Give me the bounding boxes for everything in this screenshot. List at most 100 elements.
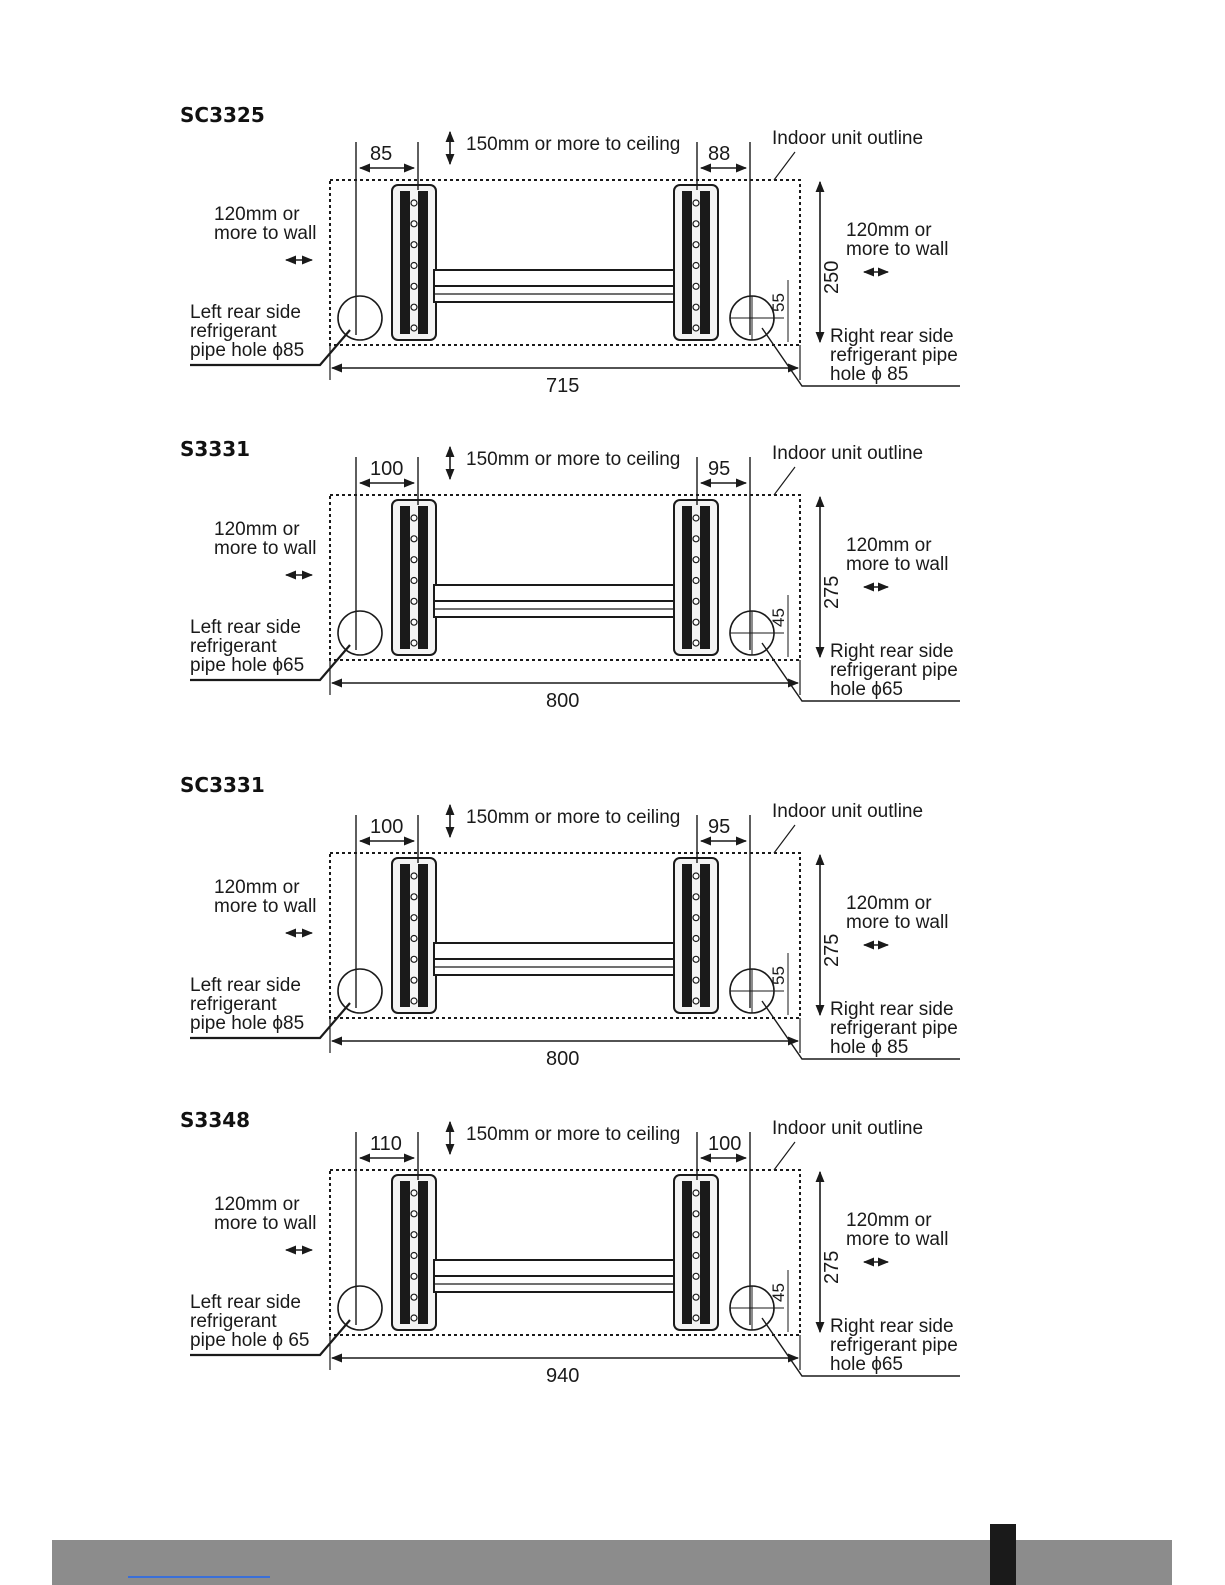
outline-label: Indoor unit outline [772,128,923,149]
wall-clearance-right: more to wall [846,1229,948,1250]
indoor-unit-outline [329,852,801,1019]
left-pipe-hole-label: Left rear side [190,1292,301,1313]
bracket-hole [692,576,700,585]
bracket-hole [410,618,418,626]
wall-clearance-left: more to wall [214,896,316,917]
bracket-hole [410,597,418,605]
bracket-hole [410,282,418,290]
right-pipe-hole-label: refrigerant pipe [830,660,958,681]
right-hole-leader [761,327,960,387]
outline-leader [773,151,796,181]
bracket-hole [410,955,418,963]
bracket-hole [692,282,700,290]
left-pipe-hole [337,295,383,341]
right-hole-leader [761,1000,960,1060]
footer-link-underline[interactable] [128,1576,270,1578]
left-pipe-hole-label: refrigerant [190,994,277,1015]
bracket-hole [410,997,418,1005]
bracket-hole [692,934,700,943]
left-mounting-bracket [391,499,437,656]
bracket-hole [692,955,700,963]
bracket-hole [692,997,700,1005]
left-hole-leader [190,644,351,682]
dimension-hole-offset: 45 [769,1283,788,1302]
left-pipe-hole-label: pipe hole ϕ85 [190,1013,304,1034]
dimension-right-offset: 88 [708,143,730,165]
bracket-hole [410,1231,418,1239]
right-pipe-hole-label: refrigerant pipe [830,345,958,366]
bracket-hole [692,597,700,605]
wall-clearance-right: more to wall [846,554,948,575]
dimension-width: 800 [546,1048,579,1070]
left-pipe-hole-label: pipe hole ϕ85 [190,340,304,361]
left-pipe-hole-label: Left rear side [190,302,301,323]
dimension-height: 275 [821,934,843,967]
bracket-hole [410,220,418,228]
bracket-hole [692,199,700,207]
bracket-rail [418,864,428,1007]
bracket-rail [418,1181,428,1324]
dimension-left-offset: 85 [370,143,392,165]
right-pipe-hole-label: Right rear side [830,1316,954,1337]
bracket-hole [410,556,418,564]
bracket-hole [410,1251,418,1260]
model-title: SC3331 [180,773,265,797]
dimension-left-offset: 110 [370,1133,402,1155]
left-pipe-hole-label: Left rear side [190,617,301,638]
bracket-rail [418,506,428,649]
bracket-rail [700,864,710,1007]
dimension-width: 715 [546,375,579,397]
bracket-hole [410,576,418,585]
wall-clearance-left: 120mm or [214,1194,300,1215]
bracket-hole [410,639,418,647]
right-pipe-hole-label: Right rear side [830,326,954,347]
wall-clearance-right: 120mm or [846,893,932,914]
bracket-hole [410,934,418,943]
wall-clearance-left: 120mm or [214,519,300,540]
bracket-rail [400,864,410,1007]
left-pipe-hole-label: refrigerant [190,636,277,657]
dimension-hole-offset: 45 [769,608,788,627]
left-mounting-bracket [391,184,437,341]
bracket-hole [692,535,700,543]
dimension-width: 800 [546,690,579,712]
wall-clearance-left: 120mm or [214,204,300,225]
bracket-hole [410,1272,418,1280]
bracket-hole [692,556,700,564]
bracket-rail [700,1181,710,1324]
bracket-hole [410,303,418,311]
bracket-hole [692,1272,700,1280]
right-pipe-hole-label: hole ϕ65 [830,679,903,700]
indoor-unit-outline [329,494,801,661]
ceiling-clearance-label: 150mm or more to ceiling [466,807,680,828]
left-pipe-hole-label: pipe hole ϕ65 [190,655,304,676]
bracket-hole [692,303,700,311]
bracket-hole [692,976,700,984]
bracket-rail [700,191,710,334]
bracket-hole [410,261,418,270]
left-hole-leader [190,329,351,367]
indoor-unit-outline [329,1169,801,1336]
ceiling-clearance-label: 150mm or more to ceiling [466,449,680,470]
bracket-hole [410,976,418,984]
bracket-hole [692,914,700,922]
left-pipe-hole [337,610,383,656]
right-pipe-hole-label: hole ϕ65 [830,1354,903,1375]
right-pipe-hole-label: refrigerant pipe [830,1335,958,1356]
bracket-hole [410,1293,418,1301]
dimension-height: 275 [821,576,843,609]
bracket-hole [692,241,700,249]
right-mounting-bracket [673,499,719,656]
wall-clearance-left: more to wall [214,1213,316,1234]
bracket-hole [410,1189,418,1197]
outline-leader [773,1141,796,1171]
bracket-hole [410,535,418,543]
bracket-hole [410,324,418,332]
bracket-hole [692,220,700,228]
right-pipe-hole-label: hole ϕ 85 [830,364,908,385]
left-pipe-hole-label: refrigerant [190,321,277,342]
left-pipe-hole-label: pipe hole ϕ 65 [190,1330,309,1351]
